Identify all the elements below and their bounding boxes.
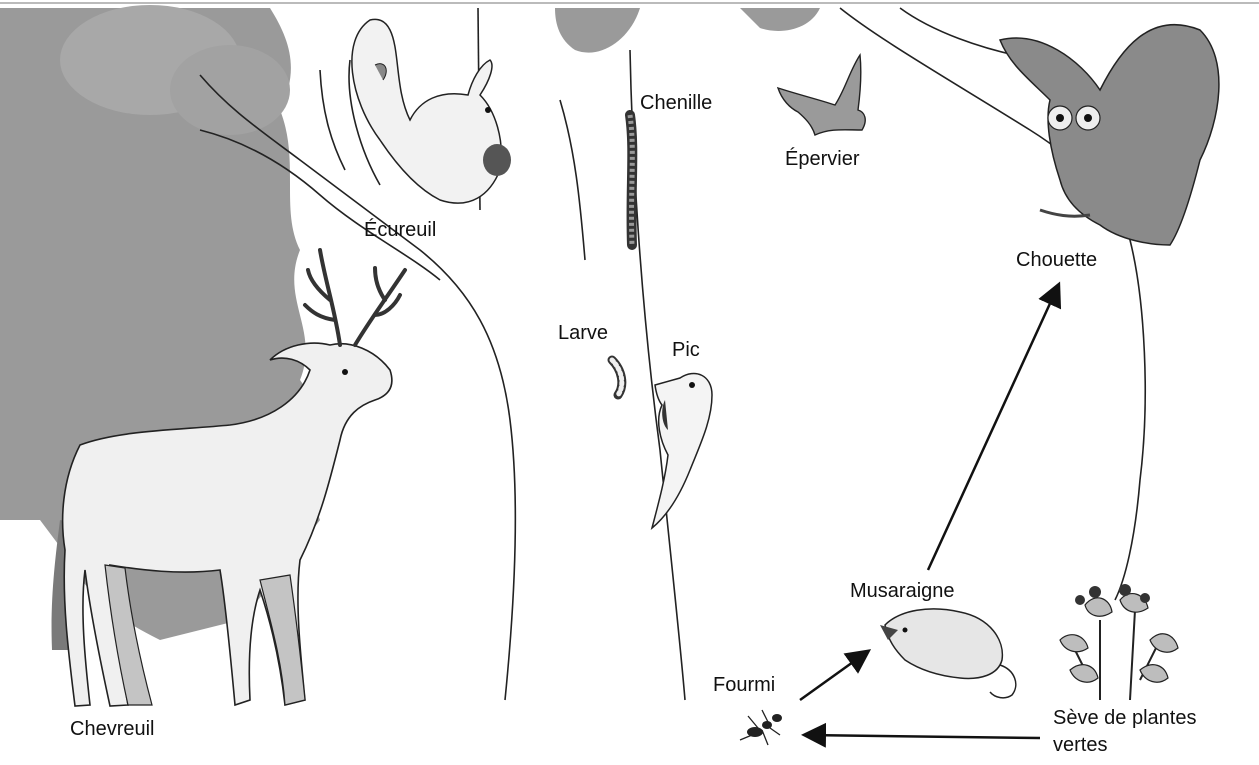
label-chouette: Chouette — [1016, 249, 1097, 272]
label-pic: Pic — [672, 339, 700, 362]
label-seve-line2: vertes — [1053, 734, 1107, 757]
woodpecker-illustration — [652, 373, 712, 528]
label-seve-line1: Sève de plantes — [1053, 707, 1196, 730]
arrow-shrew-to-owl — [928, 286, 1058, 570]
label-fourmi: Fourmi — [713, 674, 775, 697]
label-chenille: Chenille — [640, 92, 712, 115]
green-plant-illustration — [1060, 584, 1178, 700]
label-musaraigne: Musaraigne — [850, 580, 955, 603]
owl-illustration — [1000, 25, 1219, 245]
label-chevreuil: Chevreuil — [70, 718, 154, 741]
larva-illustration — [612, 360, 622, 395]
label-epervier: Épervier — [785, 148, 859, 171]
label-larve: Larve — [558, 322, 608, 345]
caterpillar-illustration — [630, 115, 632, 245]
arrow-sap-to-ant — [806, 735, 1040, 738]
sparrowhawk-illustration — [778, 55, 865, 135]
label-ecureuil: Écureuil — [364, 219, 436, 242]
shrew-illustration — [880, 609, 1016, 698]
ant-illustration — [740, 710, 782, 745]
arrow-ant-to-shrew — [800, 652, 867, 700]
